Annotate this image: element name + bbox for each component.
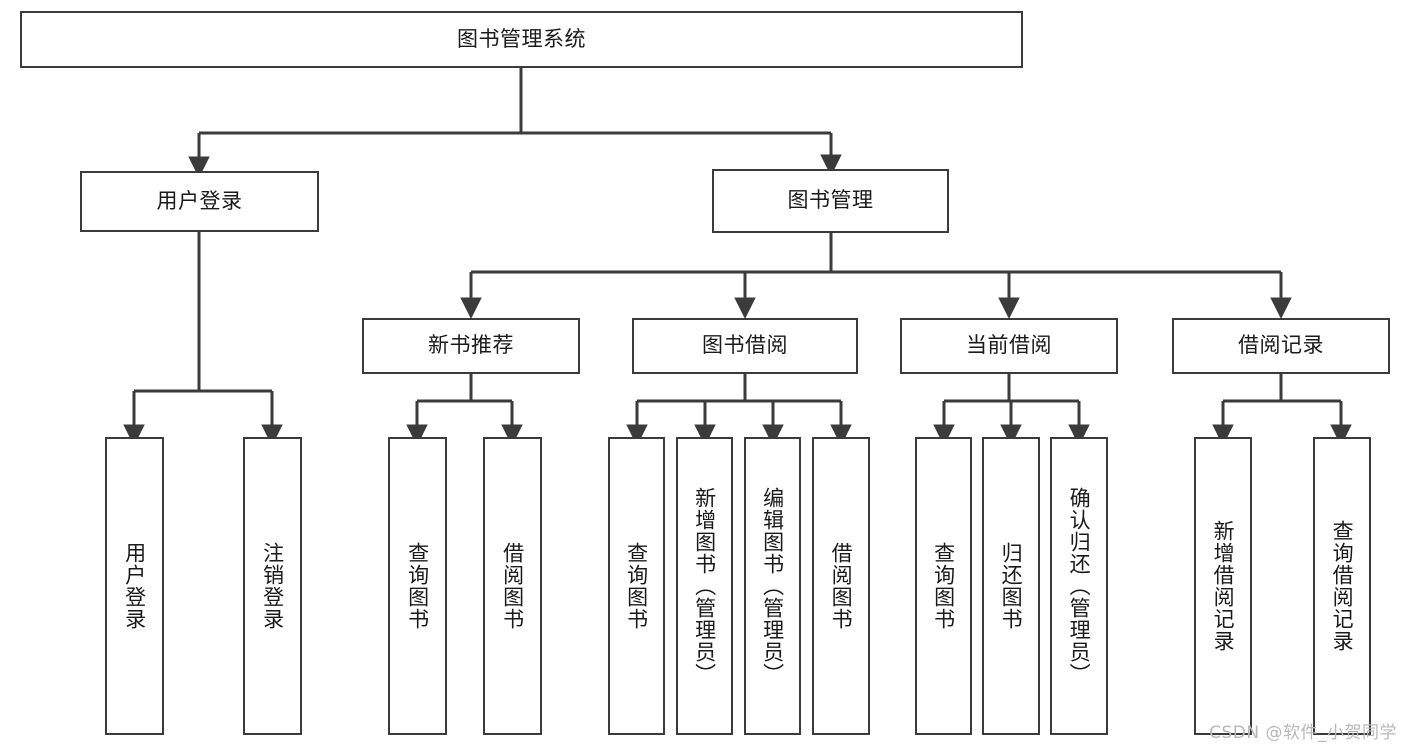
- leaf-user-login-label: 用户登录: [122, 542, 147, 630]
- leaf-logout-label: 注销登录: [260, 542, 285, 630]
- node-book-borrow-label: 图书借阅: [702, 333, 788, 358]
- leaf-user-login[interactable]: 用户登录: [105, 437, 164, 735]
- leaf-logout[interactable]: 注销登录: [243, 437, 302, 735]
- node-book-borrow[interactable]: 图书借阅: [632, 318, 858, 374]
- leaf-record-query-label: 查询借阅记录: [1330, 520, 1355, 652]
- leaf-current-return-book[interactable]: 归还图书: [982, 437, 1040, 735]
- leaf-borrow-query-book-label: 查询图书: [624, 542, 649, 630]
- node-new-book[interactable]: 新书推荐: [362, 318, 580, 374]
- node-user-login-label: 用户登录: [156, 188, 243, 213]
- leaf-borrow-add-book[interactable]: 新增图书（管理员）: [676, 437, 733, 735]
- node-root-label: 图书管理系统: [457, 26, 586, 51]
- node-root[interactable]: 图书管理系统: [20, 11, 1023, 68]
- leaf-newbook-borrow-book-label: 借阅图书: [500, 542, 525, 630]
- leaf-current-query-book[interactable]: 查询图书: [915, 437, 972, 735]
- leaf-current-confirm-return-label: 确认归还（管理员）: [1067, 487, 1092, 685]
- node-new-book-label: 新书推荐: [428, 333, 514, 358]
- leaf-record-query[interactable]: 查询借阅记录: [1313, 437, 1371, 735]
- node-current-borrow[interactable]: 当前借阅: [900, 318, 1118, 374]
- leaf-newbook-query-book-label: 查询图书: [405, 542, 430, 630]
- leaf-borrow-lend-book[interactable]: 借阅图书: [812, 437, 870, 735]
- leaf-borrow-lend-book-label: 借阅图书: [829, 542, 854, 630]
- node-current-borrow-label: 当前借阅: [966, 333, 1052, 358]
- node-borrow-record[interactable]: 借阅记录: [1172, 318, 1390, 374]
- leaf-record-add[interactable]: 新增借阅记录: [1194, 437, 1252, 735]
- leaf-borrow-edit-book[interactable]: 编辑图书（管理员）: [744, 437, 801, 735]
- leaf-record-add-label: 新增借阅记录: [1211, 520, 1236, 652]
- node-borrow-record-label: 借阅记录: [1238, 333, 1324, 358]
- watermark: CSDN @软件_小贺同学: [1209, 723, 1397, 743]
- node-user-login[interactable]: 用户登录: [80, 171, 319, 232]
- leaf-borrow-query-book[interactable]: 查询图书: [608, 437, 665, 735]
- leaf-newbook-borrow-book[interactable]: 借阅图书: [483, 437, 542, 735]
- node-book-manage-label: 图书管理: [787, 188, 874, 213]
- leaf-newbook-query-book[interactable]: 查询图书: [388, 437, 447, 735]
- node-book-manage[interactable]: 图书管理: [712, 169, 949, 233]
- leaf-current-query-book-label: 查询图书: [931, 542, 956, 630]
- leaf-borrow-edit-book-label: 编辑图书（管理员）: [760, 487, 785, 685]
- leaf-current-confirm-return[interactable]: 确认归还（管理员）: [1050, 437, 1108, 735]
- leaf-borrow-add-book-label: 新增图书（管理员）: [692, 487, 717, 685]
- leaf-current-return-book-label: 归还图书: [999, 542, 1024, 630]
